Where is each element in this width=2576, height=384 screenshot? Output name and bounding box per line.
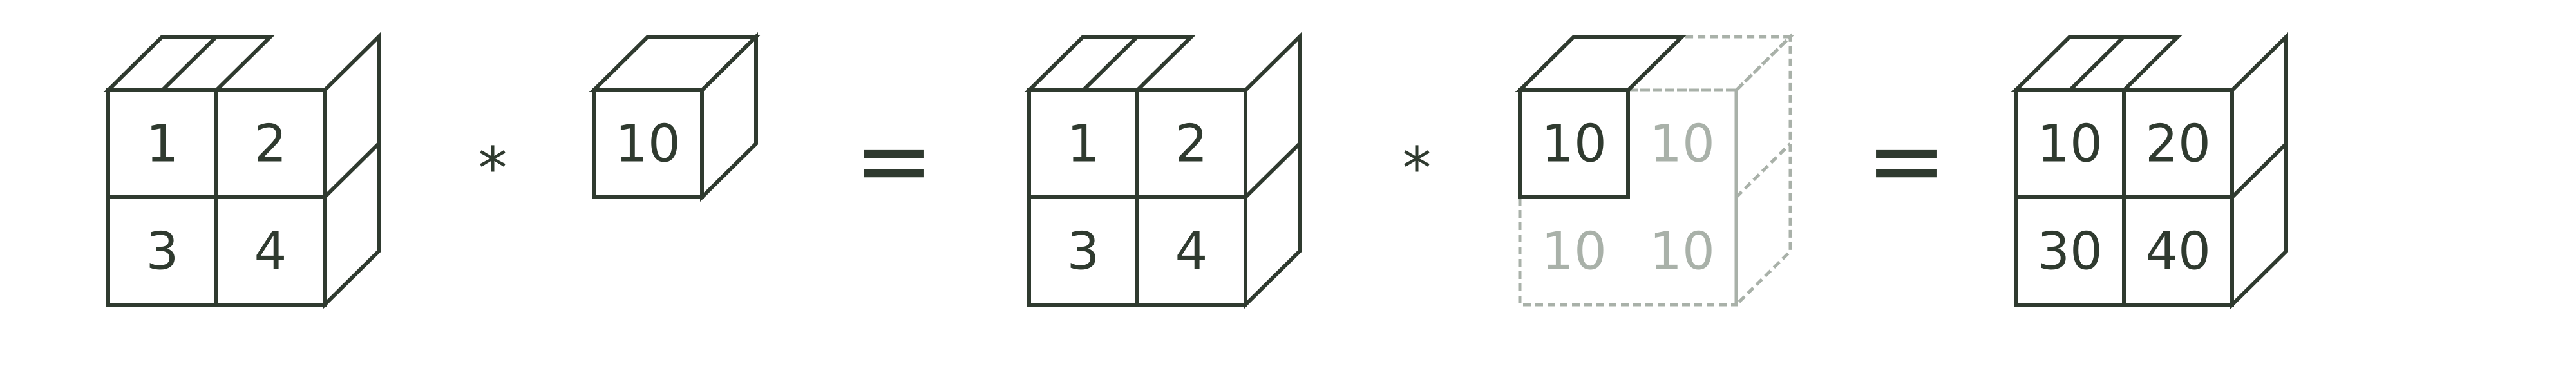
- scalar-b-cell: 10: [615, 114, 681, 174]
- array-a-repeat-cell: 1: [1067, 114, 1100, 174]
- scalar-b-side-face: [700, 32, 758, 202]
- result-cell: 20: [2145, 114, 2211, 174]
- result-cell: 10: [2037, 114, 2103, 174]
- array-a-repeat-cell: 3: [1067, 222, 1100, 282]
- array-a-cell: 2: [254, 114, 287, 174]
- array-a-cell: 4: [254, 222, 287, 282]
- broadcast-b-cell-faded: 10: [1649, 114, 1715, 174]
- broadcast-b-cube: 10 10 10 10: [1515, 33, 1795, 309]
- result-cell: 30: [2037, 222, 2103, 282]
- multiply-operator: *: [478, 135, 507, 203]
- broadcast-b-cell-faded: 10: [1541, 222, 1607, 282]
- equals-operator: =: [853, 105, 934, 217]
- broadcast-b-cell-original: 10: [1541, 114, 1607, 174]
- array-a-repeat-cube: 1 2 3 4: [1024, 32, 1302, 310]
- result-side-divider: [2230, 142, 2288, 199]
- scalar-b-cube: 10: [589, 32, 761, 202]
- result-cell: 40: [2145, 222, 2211, 282]
- array-a-cube: 1 2 3 4: [103, 32, 381, 310]
- multiply-operator: *: [1403, 135, 1432, 203]
- equals-operator: =: [1866, 105, 1947, 217]
- broadcast-b-side-divider: [1735, 142, 1792, 198]
- array-a-side-divider: [323, 142, 381, 199]
- broadcast-b-top-face-original: [1515, 35, 1687, 92]
- array-a-repeat-cell: 2: [1175, 114, 1208, 174]
- broadcast-b-front-face-faded: [1518, 88, 1738, 307]
- scalar-b-front-face: [592, 88, 704, 199]
- broadcast-b-cell-faded: 10: [1649, 222, 1715, 282]
- array-a-cell: 1: [146, 114, 179, 174]
- array-a-repeat-top-divider: [1081, 35, 1139, 92]
- array-a-repeat-cell: 4: [1175, 222, 1208, 282]
- broadcast-b-side-face: [1734, 33, 1792, 309]
- result-cube: 10 20 30 40: [2011, 32, 2288, 310]
- broadcast-b-original-cell: [1518, 88, 1630, 199]
- array-a-repeat-side-divider: [1244, 142, 1302, 199]
- result-top-divider: [2068, 35, 2126, 92]
- array-a-top-divider: [160, 35, 218, 92]
- array-a-cell: 3: [146, 222, 179, 282]
